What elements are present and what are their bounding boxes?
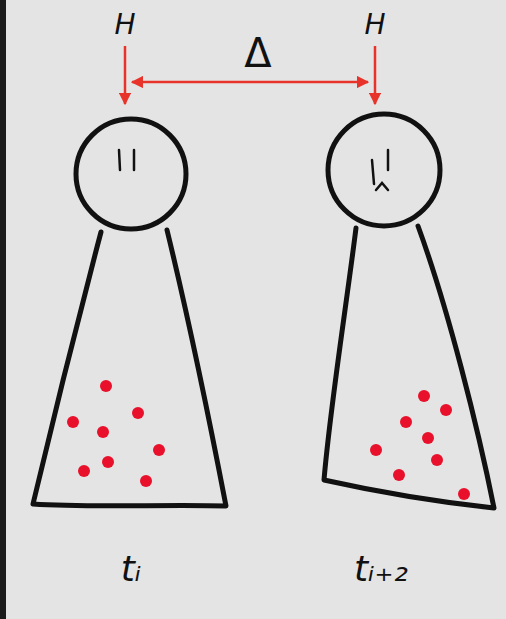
red-dot [102, 456, 114, 468]
body-outline [324, 226, 494, 508]
red-dot [132, 407, 144, 419]
down-arrow [124, 46, 127, 104]
delta-label: Δ [244, 30, 271, 76]
face-stroke [387, 150, 390, 170]
red-dot [440, 404, 452, 416]
red-dot [97, 426, 109, 438]
head-circle [76, 119, 186, 229]
face-stroke [376, 183, 388, 190]
head-circle [328, 114, 440, 226]
red-dot [78, 465, 90, 477]
face-stroke [133, 150, 136, 170]
red-dot [418, 390, 430, 402]
red-dot [422, 432, 434, 444]
input-label: H [114, 8, 135, 41]
red-dot [153, 444, 165, 456]
red-dot [400, 416, 412, 428]
red-dot [67, 416, 79, 428]
red-dot [100, 380, 112, 392]
red-dot [431, 454, 443, 466]
red-dot [370, 444, 382, 456]
red-dot [458, 488, 470, 500]
input-label: H [364, 8, 385, 41]
face-stroke [372, 160, 374, 184]
time-label: tᵢ₊₂ [354, 548, 408, 589]
stick-figure: tᵢ₊₂ [268, 108, 506, 613]
down-arrow [374, 46, 377, 104]
time-label: tᵢ [121, 548, 142, 589]
face-stroke [119, 150, 120, 170]
stick-figure: tᵢ [21, 108, 246, 613]
red-dot [393, 469, 405, 481]
red-dot [140, 475, 152, 487]
figure-outline [268, 108, 506, 613]
body-outline [33, 230, 226, 506]
double-arrow [132, 81, 368, 84]
figure-outline [21, 108, 246, 613]
